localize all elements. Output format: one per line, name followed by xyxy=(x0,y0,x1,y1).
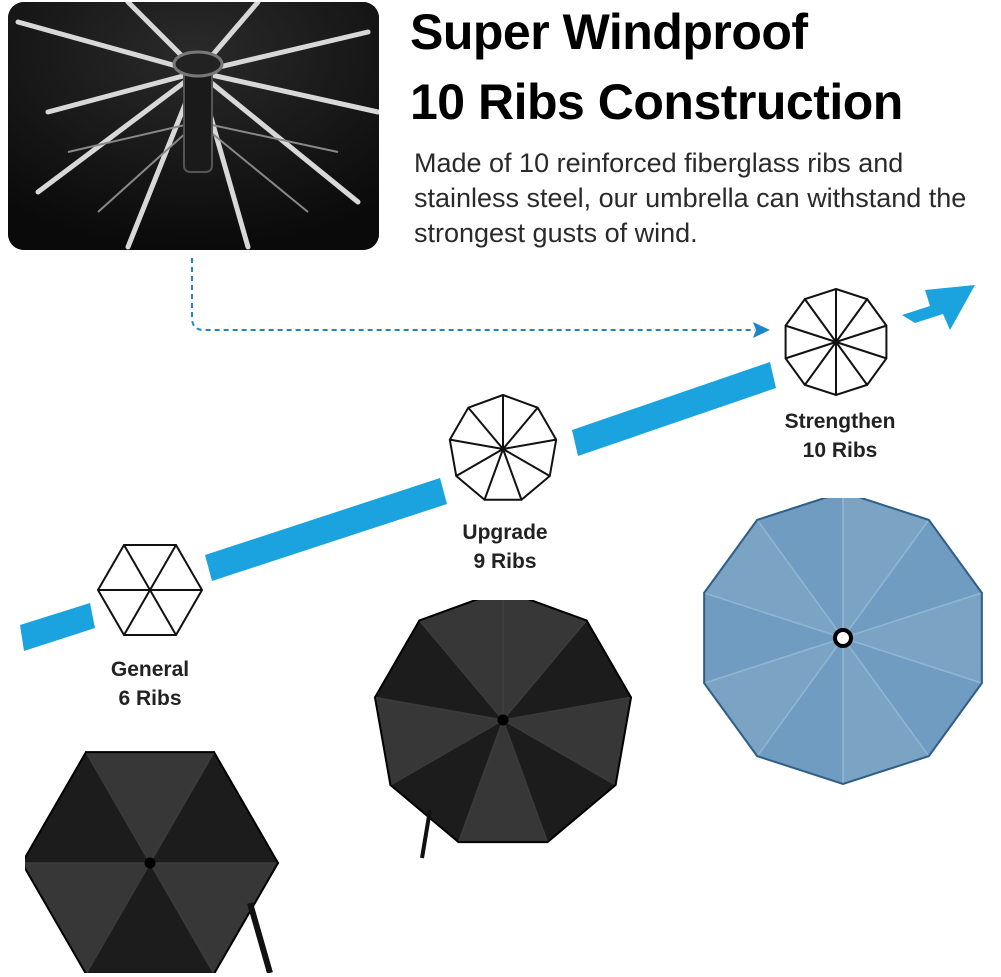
rib-line xyxy=(467,406,504,450)
rib-line xyxy=(835,341,887,360)
canopy-edge xyxy=(373,600,633,844)
canopy-hub xyxy=(833,628,853,648)
rib-line xyxy=(149,544,177,591)
rib-line xyxy=(123,544,151,591)
rib-line xyxy=(502,406,539,450)
heading-line-2: 10 Ribs Construction xyxy=(410,74,903,130)
rib-line xyxy=(785,324,837,343)
rib-line xyxy=(123,589,151,636)
canopy-hub xyxy=(497,714,509,726)
nine-ribs-diagram-icon xyxy=(448,393,558,501)
ten-ribs-diagram-icon xyxy=(784,288,888,397)
six-ribs-diagram-icon xyxy=(96,543,204,637)
rib-line xyxy=(835,341,868,386)
heading-line-1: Super Windproof xyxy=(410,4,808,60)
dashed-connector xyxy=(191,258,770,338)
stage-ribs: 6 Ribs xyxy=(118,687,182,710)
nine-rib-umbrella-image xyxy=(373,600,633,859)
stage-label-strengthen: Strengthen 10 Ribs xyxy=(765,407,915,465)
stage-name: General xyxy=(110,658,190,681)
stage-name: Strengthen xyxy=(784,410,896,433)
stage-label-upgrade: Upgrade 9 Ribs xyxy=(440,518,570,576)
rib-line xyxy=(835,298,868,343)
rib-line xyxy=(502,438,557,450)
rib-line xyxy=(502,448,551,477)
stage-ribs: 10 Ribs xyxy=(802,439,878,462)
stage-label-general: General 6 Ribs xyxy=(95,655,205,713)
rib-line xyxy=(483,448,504,501)
six-rib-umbrella-image xyxy=(25,750,280,973)
rib-line xyxy=(449,438,504,450)
stage-name: Upgrade xyxy=(462,521,548,544)
ten-rib-umbrella-image xyxy=(702,498,984,786)
canopy-hub xyxy=(144,857,156,869)
rib-line xyxy=(804,341,837,386)
rib-line xyxy=(502,448,523,501)
rib-line xyxy=(785,341,837,360)
canopy-edge xyxy=(25,751,280,973)
stage-ribs: 9 Ribs xyxy=(473,550,537,573)
umbrella-underside-photo xyxy=(8,2,379,250)
rib-line xyxy=(455,448,504,477)
arrow-right-icon xyxy=(20,285,975,651)
rib-line xyxy=(835,324,887,343)
description-text: Made of 10 reinforced fiberglass ribs an… xyxy=(414,148,967,248)
canopy-edge xyxy=(703,498,983,786)
rib-line xyxy=(804,298,837,343)
rib-line xyxy=(149,589,177,636)
